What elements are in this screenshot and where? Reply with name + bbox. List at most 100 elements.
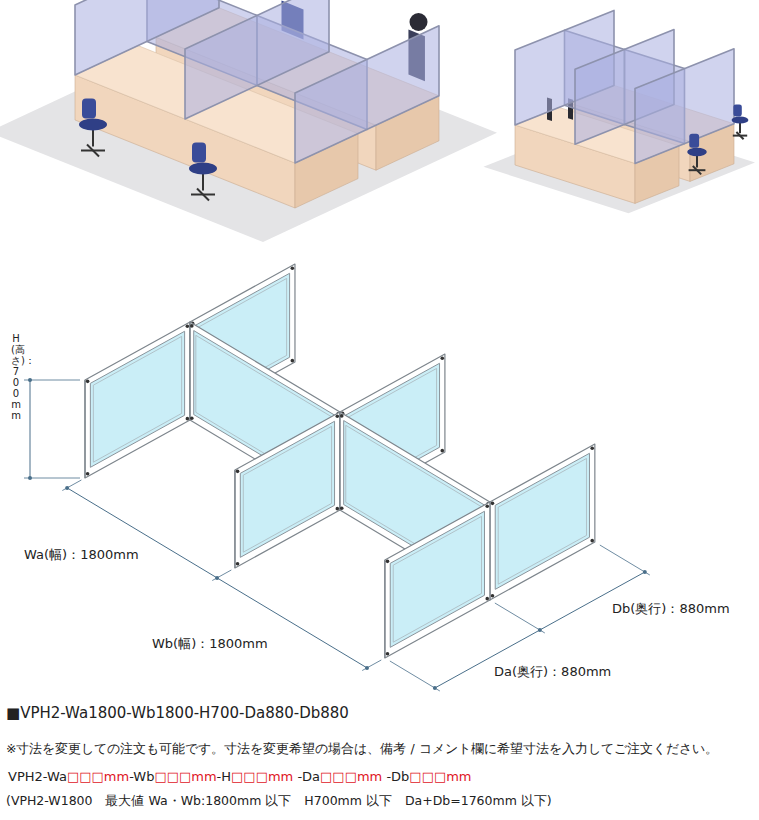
post-foot	[485, 597, 489, 601]
post-foot	[236, 562, 240, 566]
post-cap	[186, 324, 190, 328]
panel-glass	[495, 453, 589, 589]
depth-dimension: Db(奥行)：880mm	[610, 601, 732, 617]
post-cap	[291, 266, 295, 270]
chair-seat	[79, 119, 107, 131]
code-part: -Db	[382, 769, 409, 784]
post-foot	[491, 594, 495, 598]
partition-frame-drawing	[85, 264, 595, 658]
glass-bead	[93, 336, 181, 462]
chair-base	[87, 145, 99, 157]
chair-base	[197, 189, 209, 201]
limit-note: (VPH2-W1800 最大値 Wa・Wb:1800mm 以下 H700mm 以…	[6, 793, 552, 809]
post-foot	[590, 539, 594, 543]
code-blank: □□□mm	[67, 769, 129, 784]
post-foot	[291, 359, 295, 363]
width-dimension: Wa(幅)：1800mm	[22, 547, 141, 563]
panel-glass	[390, 511, 484, 647]
panel-frame	[490, 444, 595, 600]
post-cap	[335, 414, 339, 418]
dimension-line	[435, 572, 645, 688]
extension-line	[362, 660, 381, 671]
extension-line	[24, 478, 80, 479]
panel-glass	[240, 421, 334, 557]
post-foot	[335, 507, 339, 511]
code-part: -Da	[293, 769, 320, 784]
order-note: ※寸法を変更しての注文も可能です。寸法を変更希望の場合は、備考 / コメント欄に…	[6, 741, 718, 757]
dimension-end	[28, 378, 32, 382]
post-cap	[440, 356, 444, 360]
chair-base	[736, 132, 743, 139]
dimension-end	[365, 666, 369, 670]
dimension-line	[67, 488, 367, 668]
post-cap	[340, 414, 344, 418]
post-cap	[190, 324, 194, 328]
code-part: VPH2-Wa	[8, 769, 67, 784]
model-number: ■VPH2-Wa1800-Wb1800-H700-Da880-Db880	[6, 704, 349, 723]
code-template: VPH2-Wa□□□mm-Wb□□□mm-H□□□mm -Da□□□mm -Db…	[8, 769, 472, 784]
dimension-end	[65, 486, 69, 490]
code-blank: □□□mm	[320, 769, 382, 784]
chair-seat	[687, 148, 707, 156]
post-foot	[386, 652, 390, 656]
panel-frame	[235, 412, 340, 568]
code-blank: □□□mm	[231, 769, 293, 784]
glass-bead	[393, 516, 481, 642]
dimension-end	[28, 476, 32, 480]
post-foot	[190, 417, 194, 421]
post-edge	[384, 560, 385, 658]
partition-panel	[635, 49, 734, 164]
extension-line	[495, 603, 545, 633]
post-foot	[440, 449, 444, 453]
post-cap	[590, 446, 594, 450]
post-cap	[485, 504, 489, 508]
post-edge	[189, 322, 190, 420]
chair-back	[689, 134, 699, 148]
glass-bead	[243, 426, 331, 552]
post-edge	[339, 412, 340, 510]
extension-line	[212, 570, 231, 581]
code-blank: □□□mm	[154, 769, 216, 784]
post-cap	[491, 502, 495, 506]
height-dimension: H(高さ)：700mm	[11, 333, 21, 421]
glass-bead	[498, 458, 586, 584]
chair-back	[733, 104, 741, 116]
dimension-line	[30, 380, 31, 478]
extension-line	[24, 380, 80, 381]
chair-seat	[732, 116, 749, 123]
chair-seat	[189, 163, 217, 175]
post-cap	[386, 560, 390, 564]
depth-dimension: Da(奥行)：880mm	[492, 664, 613, 680]
post-edge	[339, 412, 340, 510]
post-foot	[340, 507, 344, 511]
post-cap	[86, 380, 90, 384]
code-part: -Wb	[129, 769, 154, 784]
extension-line	[600, 545, 650, 575]
dimension-end	[643, 570, 647, 574]
partition-panel	[295, 26, 439, 163]
person-head	[410, 13, 428, 31]
chair-back	[192, 143, 206, 163]
code-part: -H	[217, 769, 231, 784]
panel-glass	[90, 331, 184, 467]
dimension-end	[538, 628, 542, 632]
dimension-end	[215, 576, 219, 580]
code-blank: □□□mm	[409, 769, 471, 784]
panel-frame	[385, 502, 490, 658]
office-scene-left	[0, 0, 497, 242]
chair-back	[82, 99, 96, 119]
dimension-lines	[24, 378, 650, 691]
width-dimension: Wb(幅)：1800mm	[150, 636, 270, 652]
post-edge	[189, 322, 190, 420]
post-edge	[234, 470, 235, 568]
post-edge	[84, 380, 85, 478]
office-scene-right	[484, 10, 756, 213]
dimension-end	[433, 686, 437, 690]
post-foot	[186, 417, 190, 421]
extension-line	[62, 480, 81, 491]
extension-line	[390, 661, 440, 691]
post-cap	[236, 470, 240, 474]
chair-base	[693, 166, 701, 174]
